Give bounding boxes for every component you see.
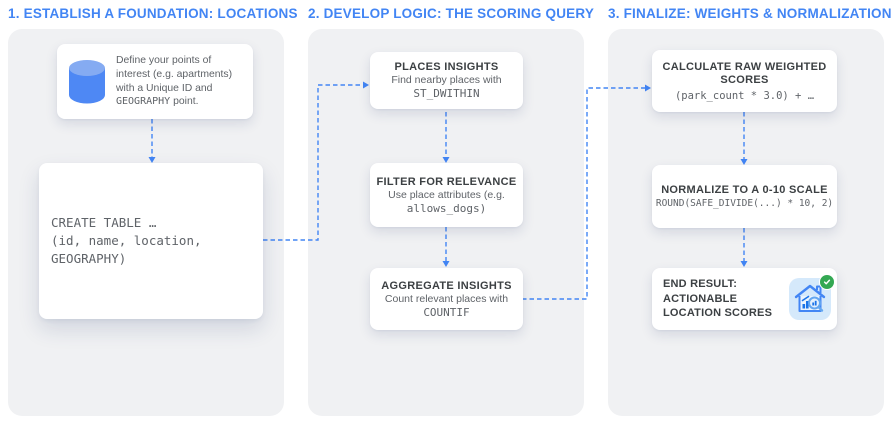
- card-code: (park_count * 3.0) + …: [674, 89, 815, 102]
- define-points-text: Define your points of interest (e.g. apa…: [116, 55, 233, 108]
- house-analytics-icon: [789, 274, 835, 320]
- database-cylinder-icon: [69, 59, 105, 103]
- card-title: NORMALIZE TO A 0-10 SCALE: [661, 184, 828, 196]
- create-table-card: CREATE TABLE … (id, name, location, GEOG…: [39, 163, 263, 319]
- aggregate-insights-card: AGGREGATE INSIGHTS Count relevant places…: [370, 268, 523, 330]
- card-body: Use place attributes (e.g.: [388, 188, 505, 201]
- card-code: ST_DWITHIN: [413, 87, 480, 100]
- check-badge-icon: [819, 274, 835, 290]
- card-title: END RESULT: ACTIONABLE LOCATION SCORES: [663, 278, 773, 320]
- end-result-card: END RESULT: ACTIONABLE LOCATION SCORES: [652, 268, 837, 330]
- column-3-heading: 3. FINALIZE: WEIGHTS & NORMALIZATION: [608, 6, 892, 21]
- card-title: PLACES INSIGHTS: [394, 61, 499, 73]
- card-code: ROUND(SAFE_DIVIDE(...) * 10, 2): [655, 198, 834, 209]
- column-2-heading: 2. DEVELOP LOGIC: THE SCORING QUERY: [308, 6, 595, 21]
- filter-relevance-card: FILTER FOR RELEVANCE Use place attribute…: [370, 163, 523, 227]
- normalize-scale-card: NORMALIZE TO A 0-10 SCALE ROUND(SAFE_DIV…: [652, 165, 837, 228]
- card-code: allows_dogs): [406, 201, 487, 215]
- create-table-code-line: CREATE TABLE …: [51, 215, 157, 230]
- house-chart-magnifier-icon: [794, 284, 826, 312]
- card-title: FILTER FOR RELEVANCE: [376, 175, 517, 188]
- card-body: Count relevant places with: [384, 292, 509, 305]
- column-1-heading: 1. ESTABLISH A FOUNDATION: LOCATIONS: [8, 6, 298, 21]
- create-table-code-line: GEOGRAPHY): [51, 251, 127, 266]
- card-code: COUNTIF: [423, 305, 470, 319]
- card-title: CALCULATE RAW WEIGHTED SCORES: [662, 60, 827, 87]
- calculate-scores-card: CALCULATE RAW WEIGHTED SCORES (park_coun…: [652, 50, 837, 112]
- card-title: AGGREGATE INSIGHTS: [381, 279, 512, 292]
- define-points-card: Define your points of interest (e.g. apa…: [57, 44, 253, 119]
- places-insights-card: PLACES INSIGHTS Find nearby places with …: [370, 52, 523, 109]
- card-body: Find nearby places with: [391, 74, 502, 86]
- create-table-code-line: (id, name, location,: [51, 233, 202, 248]
